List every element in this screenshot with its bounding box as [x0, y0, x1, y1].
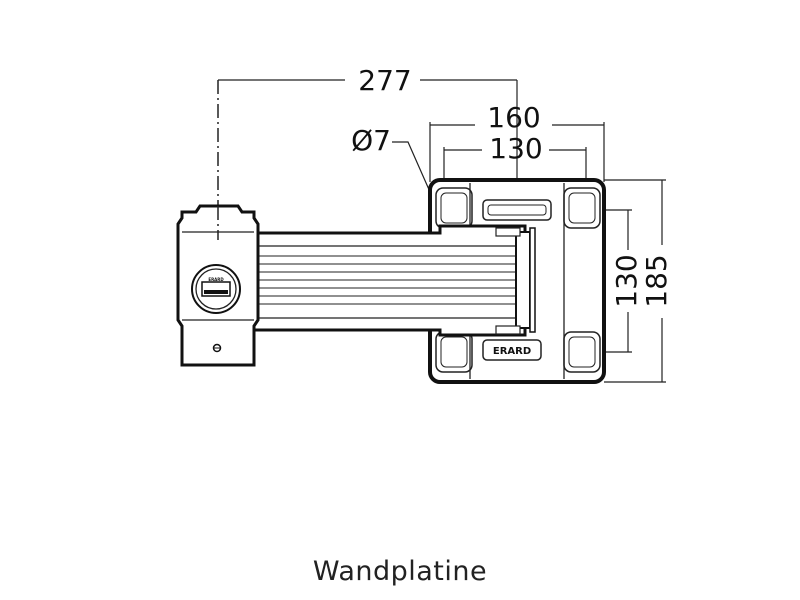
dimension-277-label: 277 — [358, 64, 411, 97]
dimension-185-label: 185 — [640, 254, 673, 307]
support-arm — [248, 224, 536, 337]
dimension-plate-height-inner: 130 — [596, 209, 643, 353]
figure-caption: Wandplatine — [312, 556, 488, 587]
head-logo: ERARD — [208, 277, 224, 282]
dimension-diameter-label: Ø7 — [351, 124, 391, 157]
dimension-plate-height-outer: 185 — [604, 179, 673, 383]
dimension-160-label: 160 — [487, 101, 540, 134]
dimension-plate-width-inner: 130 — [443, 132, 587, 206]
dimension-total-length: 277 — [218, 64, 518, 228]
dimension-130-vertical-label: 130 — [610, 254, 643, 307]
dimension-130-horizontal-label: 130 — [489, 132, 542, 165]
mounting-hole-bottom-right — [563, 331, 601, 373]
top-slot — [482, 199, 552, 221]
mounting-hole-top-right — [563, 187, 601, 229]
dimension-hole-diameter: Ø7 — [351, 124, 439, 211]
dimension-plate-width-outer: 160 — [429, 101, 605, 182]
plate-logo-box — [482, 339, 542, 361]
hinge-head: ERARD — [176, 204, 260, 367]
plate-logo: ERARD — [493, 346, 531, 357]
